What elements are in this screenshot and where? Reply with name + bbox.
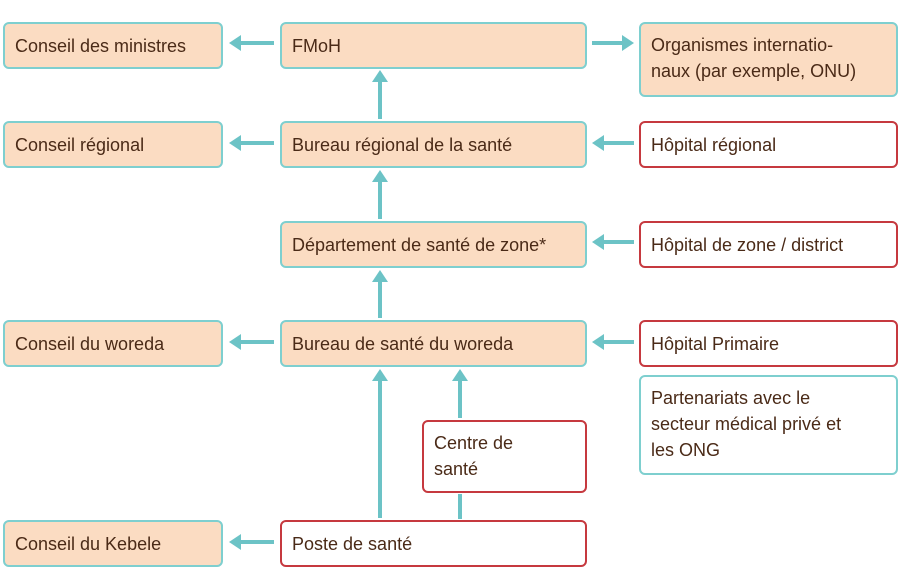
conseil-regional-label: Conseil régional: [15, 134, 145, 155]
arrow-hopital-regional-to-bureau: [592, 135, 634, 151]
arrow-centre-to-woreda: [452, 369, 468, 418]
centre-de-sante-box: Centre de santé: [422, 420, 587, 493]
bureau-regional-label: Bureau régional de la santé: [292, 134, 513, 155]
hopital-primaire-box: Hôpital Primaire: [639, 320, 898, 367]
departement-zone-box: Département de santé de zone*: [280, 221, 587, 268]
conseil-woreda-box: Conseil du woreda: [3, 320, 223, 367]
organismes-internationaux-box: Organismes internatio- naux (par exemple…: [639, 22, 898, 97]
arrow-poste-to-woreda: [372, 369, 388, 518]
hopital-primaire-label: Hôpital Primaire: [651, 333, 780, 354]
arrowhead-icon: [622, 35, 634, 51]
partenariats-line-1: Partenariats avec le: [651, 388, 811, 408]
poste-de-sante-box: Poste de santé: [280, 520, 587, 567]
arrow-fmoh-to-conseil-ministres: [229, 35, 274, 51]
arrowhead-icon: [229, 534, 241, 550]
conseil-regional-box: Conseil régional: [3, 121, 223, 168]
hopital-regional-box: Hôpital régional: [639, 121, 898, 168]
conseil-des-ministres-label: Conseil des ministres: [15, 35, 187, 56]
hopital-regional-label: Hôpital régional: [651, 134, 777, 155]
arrowhead-icon: [592, 334, 604, 350]
bureau-woreda-box: Bureau de santé du woreda: [280, 320, 587, 367]
partenariats-line-2: secteur médical privé et: [651, 414, 842, 434]
arrowhead-icon: [229, 334, 241, 350]
arrow-fmoh-to-organismes: [592, 35, 634, 51]
centre-de-sante-line-2: santé: [434, 459, 479, 479]
arrowhead-icon: [229, 135, 241, 151]
arrow-departement-to-bureau-regional: [372, 170, 388, 219]
arrowhead-icon: [372, 170, 388, 182]
arrow-bureau-regional-to-fmoh: [372, 70, 388, 119]
arrowhead-icon: [372, 270, 388, 282]
conseil-woreda-label: Conseil du woreda: [15, 333, 165, 354]
hopital-zone-label: Hôpital de zone / district: [651, 234, 844, 255]
arrow-hopital-zone-to-departement: [592, 234, 634, 250]
arrowhead-icon: [592, 135, 604, 151]
arrowhead-icon: [592, 234, 604, 250]
arrow-bureau-regional-to-conseil: [229, 135, 274, 151]
conseil-kebele-box: Conseil du Kebele: [3, 520, 223, 567]
conseil-kebele-label: Conseil du Kebele: [15, 533, 162, 554]
arrow-hopital-primaire-to-woreda: [592, 334, 634, 350]
organismes-line-1: Organismes internatio-: [651, 35, 834, 55]
arrowhead-icon: [372, 369, 388, 381]
arrow-woreda-to-departement: [372, 270, 388, 318]
arrowhead-icon: [229, 35, 241, 51]
poste-de-sante-label: Poste de santé: [292, 533, 413, 554]
partenariats-line-3: les ONG: [651, 440, 721, 460]
arrowhead-icon: [372, 70, 388, 82]
arrow-poste-to-kebele: [229, 534, 274, 550]
centre-de-sante-line-1: Centre de: [434, 433, 514, 453]
arrow-woreda-to-conseil: [229, 334, 274, 350]
fmoh-label: FMoH: [292, 35, 341, 56]
fmoh-box: FMoH: [280, 22, 587, 69]
hopital-zone-box: Hôpital de zone / district: [639, 221, 898, 268]
departement-zone-label: Département de santé de zone*: [292, 234, 547, 255]
bureau-regional-box: Bureau régional de la santé: [280, 121, 587, 168]
bureau-woreda-label: Bureau de santé du woreda: [292, 333, 514, 354]
partenariats-box: Partenariats avec le secteur médical pri…: [639, 375, 898, 475]
arrowhead-icon: [452, 369, 468, 381]
conseil-des-ministres-box: Conseil des ministres: [3, 22, 223, 69]
organismes-line-2: naux (par exemple, ONU): [651, 61, 857, 81]
